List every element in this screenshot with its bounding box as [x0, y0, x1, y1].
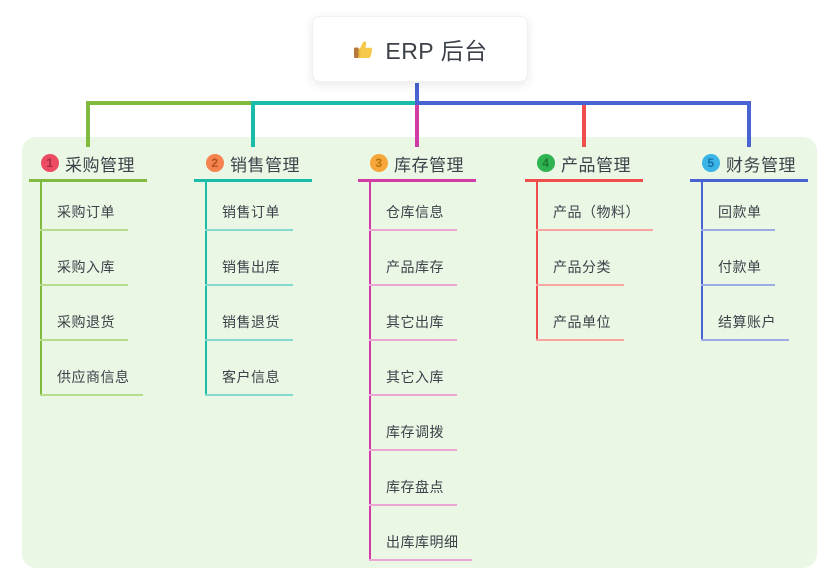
node-sales-1[interactable]: 销售订单	[205, 202, 293, 231]
branch-badge-product: 4	[537, 154, 555, 172]
branch-title-product[interactable]: 4 产品管理	[525, 151, 643, 182]
node-inventory-4[interactable]: 其它入库	[369, 367, 457, 396]
branch-badge-purchase: 1	[41, 154, 59, 172]
node-finance-2[interactable]: 付款单	[701, 257, 775, 286]
node-inventory-2[interactable]: 产品库存	[369, 257, 457, 286]
branch-title-purchase[interactable]: 1 采购管理	[29, 151, 147, 182]
node-finance-3[interactable]: 结算账户	[701, 312, 789, 341]
branch-spine-product	[536, 179, 538, 341]
node-sales-4[interactable]: 客户信息	[205, 367, 293, 396]
branch-spine-inventory	[369, 179, 371, 561]
branch-badge-inventory: 3	[370, 154, 388, 172]
branch-spine-sales	[205, 179, 207, 396]
node-purchase-3[interactable]: 采购退货	[40, 312, 128, 341]
branch-spine-finance	[701, 179, 703, 341]
branch-title-inventory[interactable]: 3 库存管理	[358, 151, 476, 182]
node-purchase-4[interactable]: 供应商信息	[40, 367, 143, 396]
node-inventory-5[interactable]: 库存调拨	[369, 422, 457, 451]
thumbs-up-icon	[352, 37, 376, 61]
branch-label-purchase: 采购管理	[65, 155, 135, 175]
node-inventory-7[interactable]: 出库库明细	[369, 532, 472, 561]
mindmap-panel	[22, 137, 817, 568]
node-sales-3[interactable]: 销售退货	[205, 312, 293, 341]
node-purchase-2[interactable]: 采购入库	[40, 257, 128, 286]
branch-label-finance: 财务管理	[726, 155, 796, 175]
node-inventory-3[interactable]: 其它出库	[369, 312, 457, 341]
branch-spine-purchase	[40, 179, 42, 396]
node-inventory-1[interactable]: 仓库信息	[369, 202, 457, 231]
node-product-1[interactable]: 产品（物料）	[536, 202, 653, 231]
node-sales-2[interactable]: 销售出库	[205, 257, 293, 286]
branch-title-finance[interactable]: 5 财务管理	[690, 151, 808, 182]
node-inventory-6[interactable]: 库存盘点	[369, 477, 457, 506]
branch-badge-finance: 5	[702, 154, 720, 172]
branch-badge-sales: 2	[206, 154, 224, 172]
branch-title-sales[interactable]: 2 销售管理	[194, 151, 312, 182]
node-product-3[interactable]: 产品单位	[536, 312, 624, 341]
branch-label-sales: 销售管理	[230, 155, 300, 175]
node-purchase-1[interactable]: 采购订单	[40, 202, 128, 231]
branch-label-product: 产品管理	[561, 155, 631, 175]
root-title: ERP 后台	[385, 38, 488, 64]
node-finance-1[interactable]: 回款单	[701, 202, 775, 231]
node-product-2[interactable]: 产品分类	[536, 257, 624, 286]
branch-label-inventory: 库存管理	[394, 155, 464, 175]
root-node[interactable]: ERP 后台	[312, 16, 528, 82]
